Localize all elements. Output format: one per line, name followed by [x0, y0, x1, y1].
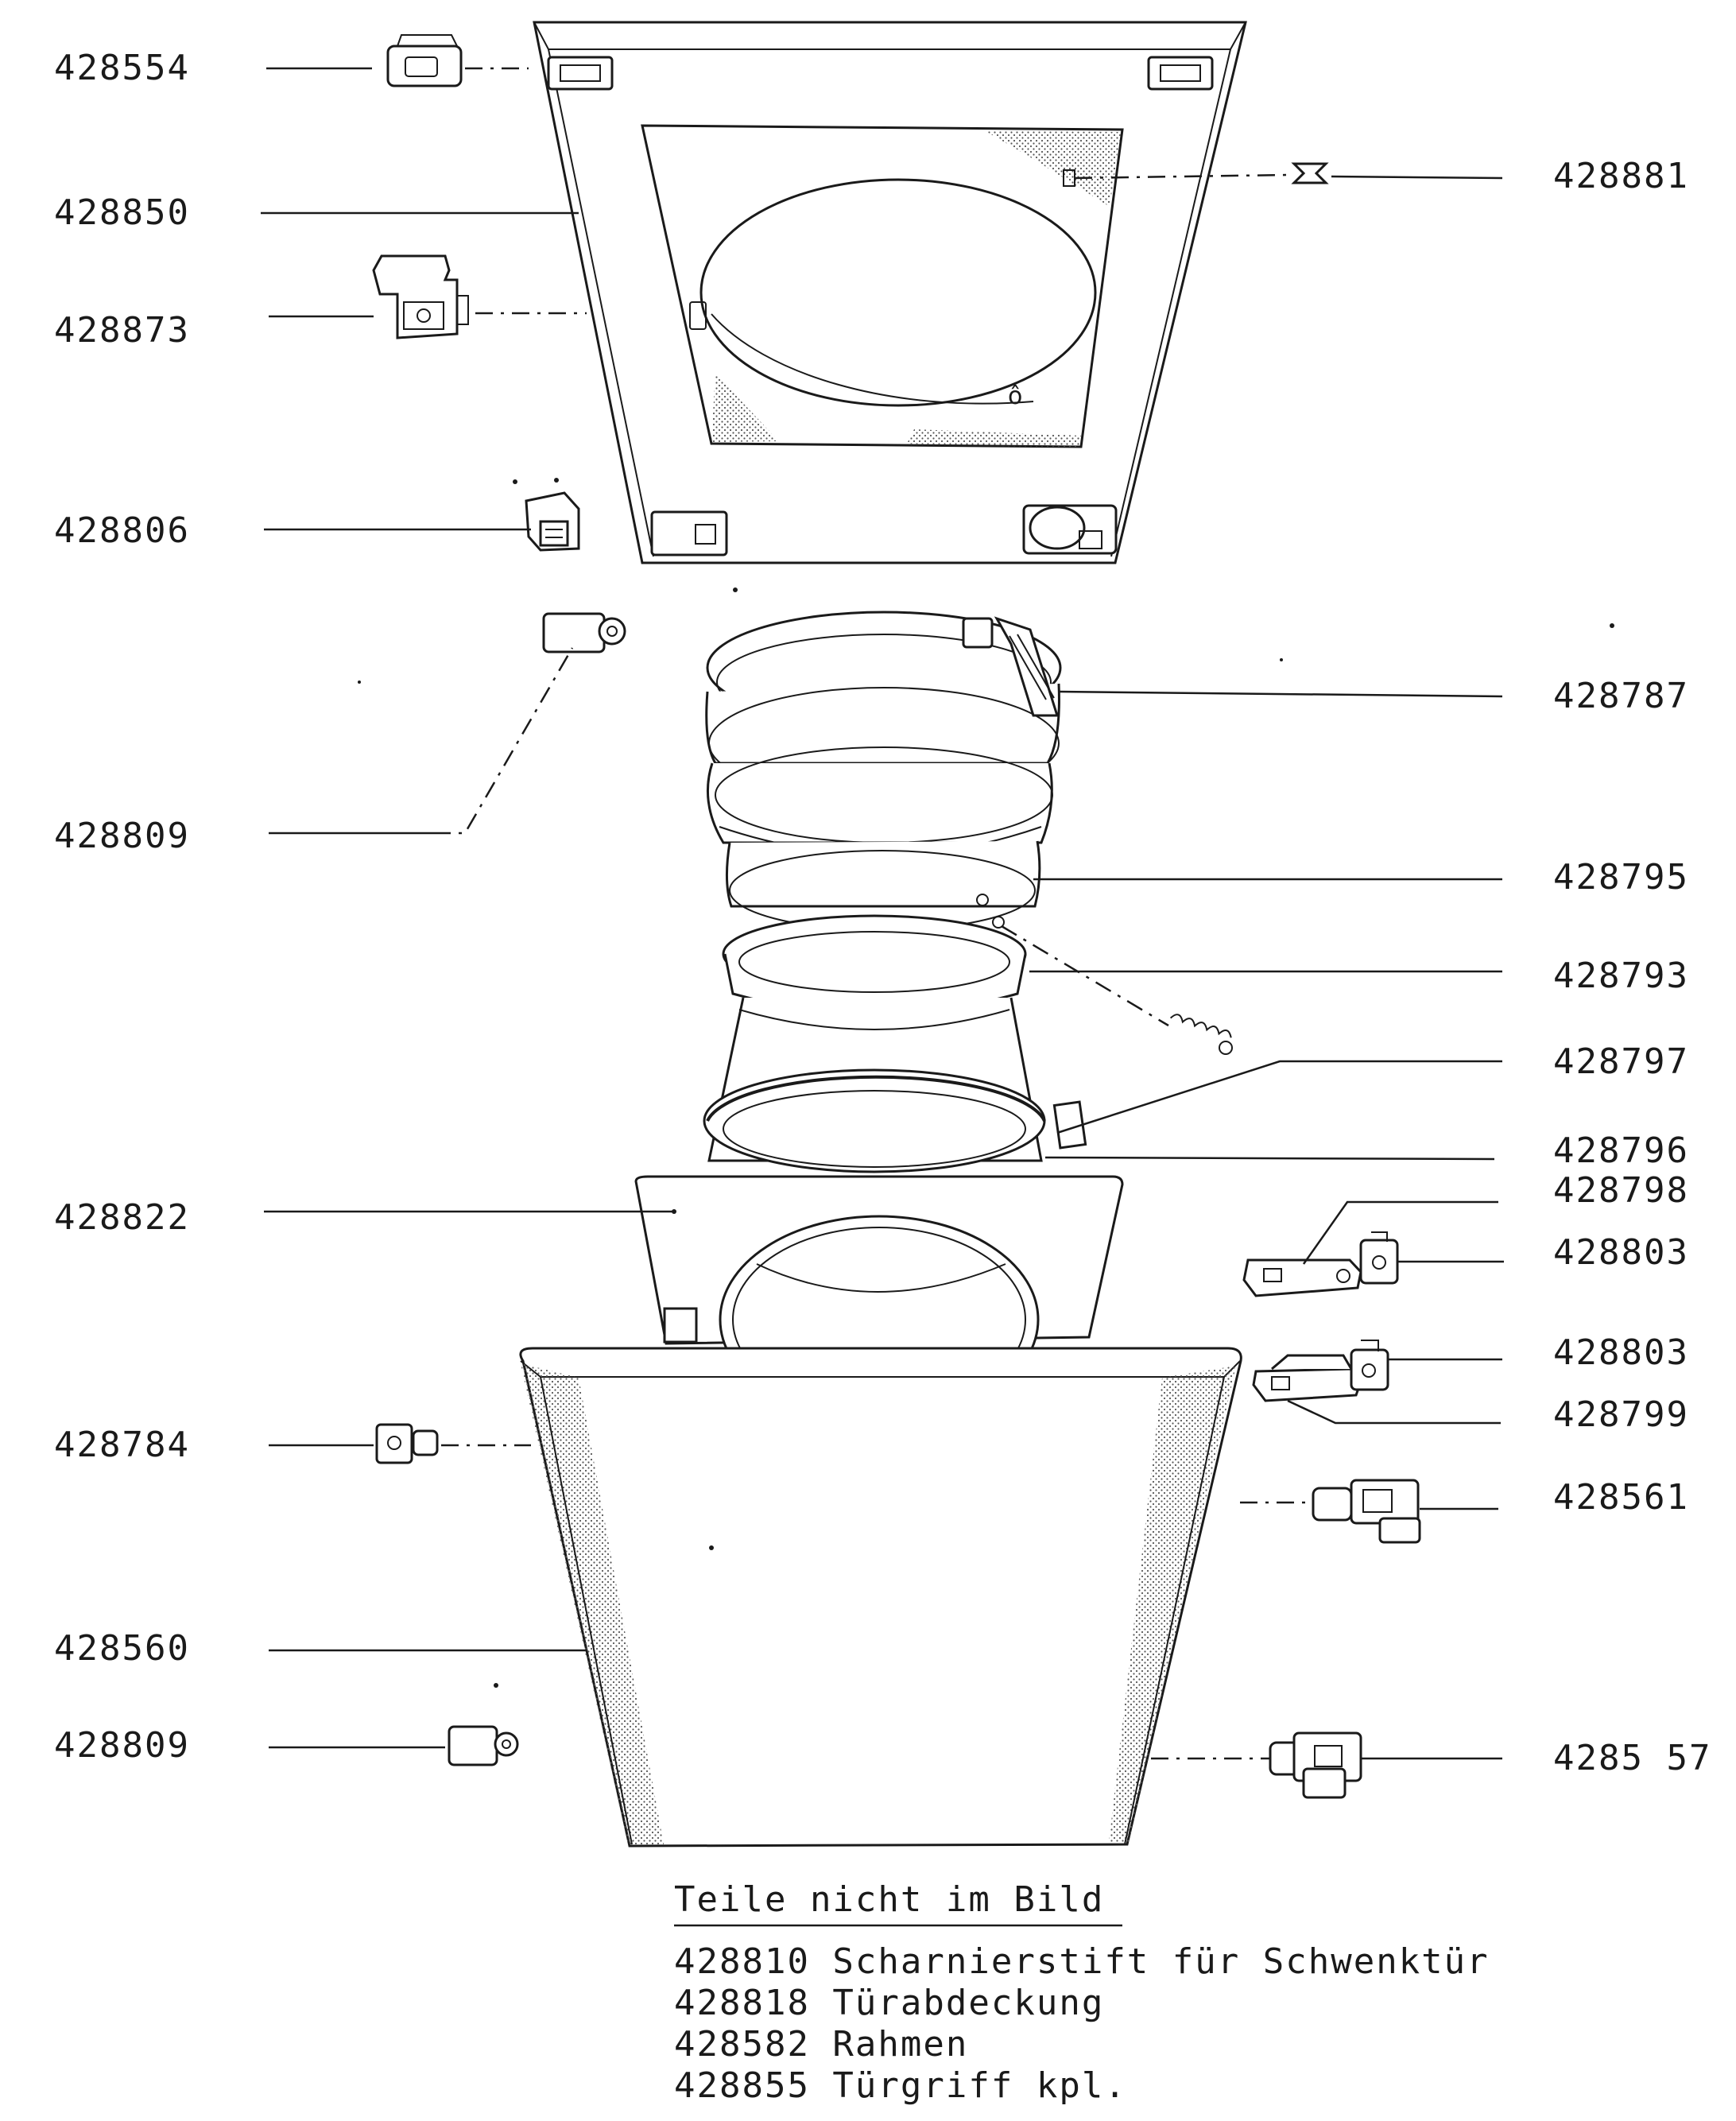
- label-428803-lower: 428803: [1553, 1332, 1689, 1373]
- label-428796: 428796: [1553, 1130, 1689, 1171]
- part-428554-icon: [386, 34, 463, 87]
- notes-item: 428582 Rahmen: [674, 2024, 968, 2065]
- part-428809-bottom-icon: [448, 1725, 519, 1766]
- label-428793: 428793: [1553, 956, 1689, 996]
- label-428873: 428873: [54, 310, 190, 351]
- label-428557: 4285 57: [1553, 1738, 1711, 1778]
- label-428795: 428795: [1553, 857, 1689, 898]
- notes-item: 428855 Türgriff kpl.: [674, 2065, 1127, 2106]
- notes-title: Teile nicht im Bild: [674, 1879, 1104, 1920]
- part-428787-bellows: [705, 611, 1062, 855]
- panel-bottom-left-slot: [650, 510, 728, 556]
- label-428784: 428784: [54, 1425, 190, 1465]
- label-428561: 428561: [1553, 1477, 1689, 1518]
- part-428560-door: [519, 1347, 1242, 1848]
- label-428799: 428799: [1553, 1394, 1689, 1435]
- part-428795-ring: [725, 840, 1041, 931]
- label-428809-top: 428809: [54, 816, 190, 856]
- label-428809-bottom: 428809: [54, 1725, 190, 1766]
- panel-latch-tab: [689, 301, 707, 330]
- label-428798: 428798: [1553, 1170, 1689, 1211]
- part-number-labels: 428554 428850 428873 428806 428809 42882…: [54, 48, 1711, 1778]
- part-428797-clip-icon: [1052, 1100, 1087, 1150]
- notes-item: 428818 Türabdeckung: [674, 1983, 1104, 2023]
- part-428799-hinge-plate-icon: [1252, 1354, 1362, 1402]
- part-428803-lower-icon: [1350, 1340, 1389, 1391]
- label-428806: 428806: [54, 510, 190, 551]
- label-428822: 428822: [54, 1197, 190, 1238]
- part-428873-icon: [372, 254, 469, 339]
- panel-top-right-slot: [1147, 56, 1214, 91]
- label-428803-upper: 428803: [1553, 1232, 1689, 1273]
- part-428796-drum: [703, 997, 1046, 1173]
- part-428881-icon: [1063, 162, 1329, 187]
- part-428561-handle-icon: [1312, 1479, 1421, 1544]
- part-428806-icon: [513, 478, 580, 552]
- label-428797: 428797: [1553, 1041, 1689, 1082]
- label-428554: 428554: [54, 48, 190, 88]
- bellows-clamp-icon: [962, 616, 1060, 717]
- part-428803-upper-icon: [1359, 1231, 1399, 1285]
- part-428809-top-icon: [542, 612, 626, 653]
- label-428560: 428560: [54, 1628, 190, 1669]
- parts-not-shown-notes: Teile nicht im Bild 428810 Scharnierstif…: [674, 1879, 1490, 2106]
- part-spring-icon: [1169, 1014, 1233, 1055]
- part-428557-handle-icon: [1269, 1731, 1362, 1799]
- label-428850: 428850: [54, 192, 190, 233]
- label-428881: 428881: [1553, 156, 1689, 196]
- leader-lines: [261, 67, 1504, 1760]
- part-428784-icon: [375, 1423, 439, 1464]
- panel-marking-glyph: ô: [1008, 382, 1022, 410]
- panel-top-left-slot: [547, 56, 614, 91]
- part-428798-hinge-plate-icon: [1242, 1258, 1362, 1297]
- label-428787: 428787: [1553, 676, 1689, 716]
- notes-item: 428810 Scharnierstift für Schwenktür: [674, 1941, 1490, 1982]
- door-outer-panel: ô: [533, 21, 1247, 564]
- panel-bottom-right-round-cutout: [1022, 504, 1118, 555]
